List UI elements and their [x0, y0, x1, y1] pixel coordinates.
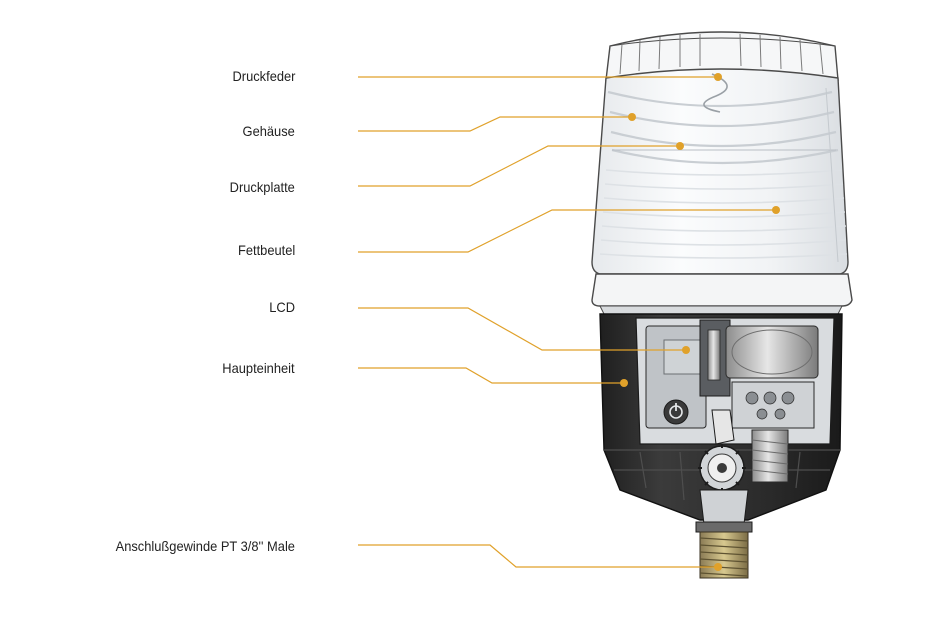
leader-gehaeuse — [358, 113, 636, 132]
label-anschlussgewinde: Anschlußgewinde PT 3/8'' Male — [115, 538, 295, 554]
housing — [591, 68, 849, 275]
leader-haupteinheit — [358, 367, 628, 387]
label-lcd: LCD — [269, 299, 295, 315]
leader-druckplatte — [358, 142, 684, 187]
spring-wire — [703, 73, 728, 113]
spring-coils — [607, 90, 839, 165]
outlet-thread — [695, 521, 753, 579]
grease-bag-ridges — [599, 169, 848, 259]
leader-anschlussgewinde — [358, 544, 722, 571]
lcd-panel — [645, 325, 707, 429]
label-gehaeuse: Gehäuse — [242, 123, 295, 139]
drive-mechanism — [698, 319, 819, 525]
label-fettbeutel: Fettbeutel — [237, 242, 295, 258]
label-haupteinheit: Haupteinheit — [222, 360, 295, 376]
leader-druckfeder — [358, 73, 722, 81]
leader-lcd — [358, 307, 690, 354]
collar — [591, 273, 853, 315]
leader-fettbeutel — [358, 206, 780, 253]
label-druckfeder: Druckfeder — [232, 68, 295, 84]
label-druckplatte: Druckplatte — [229, 179, 295, 195]
power-icon — [663, 399, 689, 425]
